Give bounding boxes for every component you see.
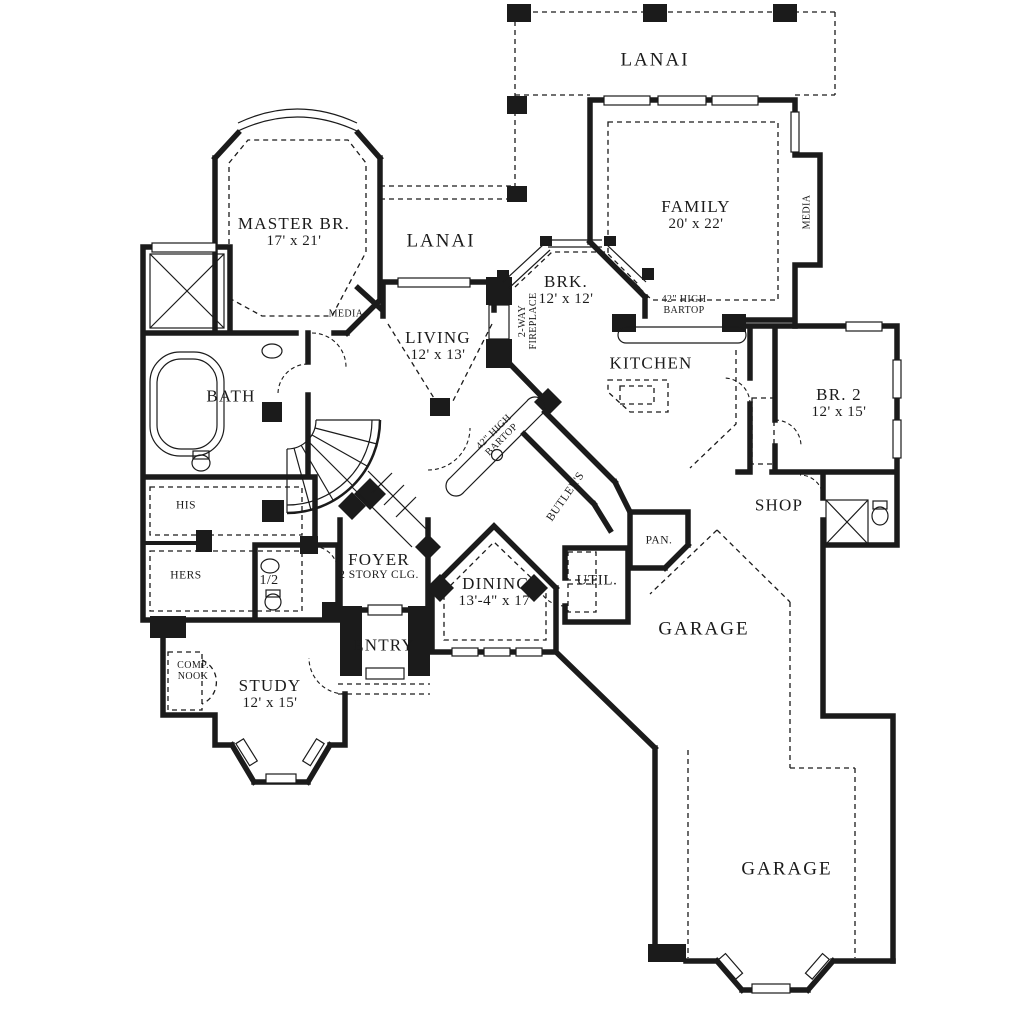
lanai-top-name: LANAI (620, 49, 690, 71)
room-label-bath: BATH (206, 386, 255, 405)
entry-name: ENTRY (353, 635, 415, 655)
label-two-way-fireplace: 2-WAY FIREPLACE (517, 293, 539, 350)
foyer-name: FOYER (348, 550, 410, 570)
dashed-outlines (149, 11, 856, 958)
study-dims: 12' x 15' (242, 695, 298, 712)
wall-fills (150, 4, 797, 962)
br2-name: BR. 2 (816, 385, 862, 405)
room-label-hers: HERS (170, 570, 201, 583)
shop-name: SHOP (754, 495, 804, 515)
fireplace-line2: FIREPLACE (528, 292, 539, 350)
living-dims: 12' x 13' (410, 347, 466, 364)
room-label-entry: ENTRY (353, 635, 415, 654)
garage-upper-name: GARAGE (658, 618, 750, 640)
windows (151, 95, 902, 994)
study-name: STUDY (238, 676, 302, 696)
brk-name: BRK. (543, 272, 588, 292)
living-name: LIVING (405, 328, 471, 348)
room-label-dining: DINING 13'-4" x 17' (458, 574, 533, 610)
room-label-lanai-top: LANAI (620, 49, 689, 70)
comp-nook-line1: COMP. (177, 659, 209, 671)
room-label-garage-upper: GARAGE (658, 618, 749, 639)
room-label-family: FAMILY 20' x 22' (661, 197, 730, 233)
room-label-his: HIS (176, 500, 196, 513)
room-label-pantry: PAN. (646, 535, 673, 548)
his-name: HIS (175, 499, 197, 512)
room-label-brk: BRK. 12' x 12' (539, 272, 594, 308)
dining-name: DINING (462, 574, 530, 594)
fireplace-line1: 2-WAY (516, 304, 528, 338)
util-name: UTIL. (576, 572, 618, 589)
half-bath-name: 1/2 (259, 573, 279, 589)
room-label-half-bath: 1/2 (259, 573, 278, 589)
room-label-media-hall: MEDIA (329, 308, 364, 319)
room-label-br2: BR. 2 12' x 15' (812, 385, 867, 421)
room-label-study: STUDY 12' x 15' (239, 676, 302, 712)
family-dims: 20' x 22' (668, 216, 724, 233)
master-dims: 17' x 21' (266, 233, 322, 250)
family-name: FAMILY (661, 197, 731, 217)
room-label-media-family: MEDIA (801, 195, 812, 230)
fixtures (149, 108, 889, 611)
brk-dims: 12' x 12' (538, 291, 594, 308)
room-label-shop: SHOP (755, 495, 803, 514)
room-label-master: MASTER BR. 17' x 21' (238, 214, 350, 250)
bath-name: BATH (206, 386, 256, 406)
foyer-sub: 2 STORY CLG. (339, 569, 419, 582)
pantry-name: PAN. (645, 534, 673, 547)
room-label-comp-nook: COMP. NOOK (177, 660, 209, 682)
room-label-foyer: FOYER 2 STORY CLG. (339, 550, 419, 582)
room-label-lanai-mid: LANAI (406, 230, 475, 251)
staircase (286, 419, 429, 548)
comp-nook-line2: NOOK (177, 671, 209, 682)
room-label-util: UTIL. (577, 573, 618, 590)
lanai-mid-name: LANAI (406, 230, 476, 252)
master-name: MASTER BR. (237, 214, 351, 234)
br2-dims: 12' x 15' (811, 404, 867, 421)
bartop-kitchen-line1: 42" HIGH (661, 293, 707, 305)
room-label-garage-lower: GARAGE (741, 858, 832, 879)
bartop-kitchen-line2: BARTOP (663, 305, 705, 316)
label-bartop-kitchen: 42" HIGH BARTOP (662, 294, 707, 316)
garage-lower-name: GARAGE (741, 858, 833, 880)
media-hall-name: MEDIA (328, 308, 364, 320)
kitchen-name: KITCHEN (609, 353, 693, 373)
hers-name: HERS (170, 569, 202, 582)
room-label-living: LIVING 12' x 13' (405, 328, 471, 364)
media-family-name: MEDIA (801, 194, 813, 230)
room-label-kitchen: KITCHEN (610, 353, 693, 372)
dining-dims: 13'-4" x 17' (458, 593, 534, 610)
